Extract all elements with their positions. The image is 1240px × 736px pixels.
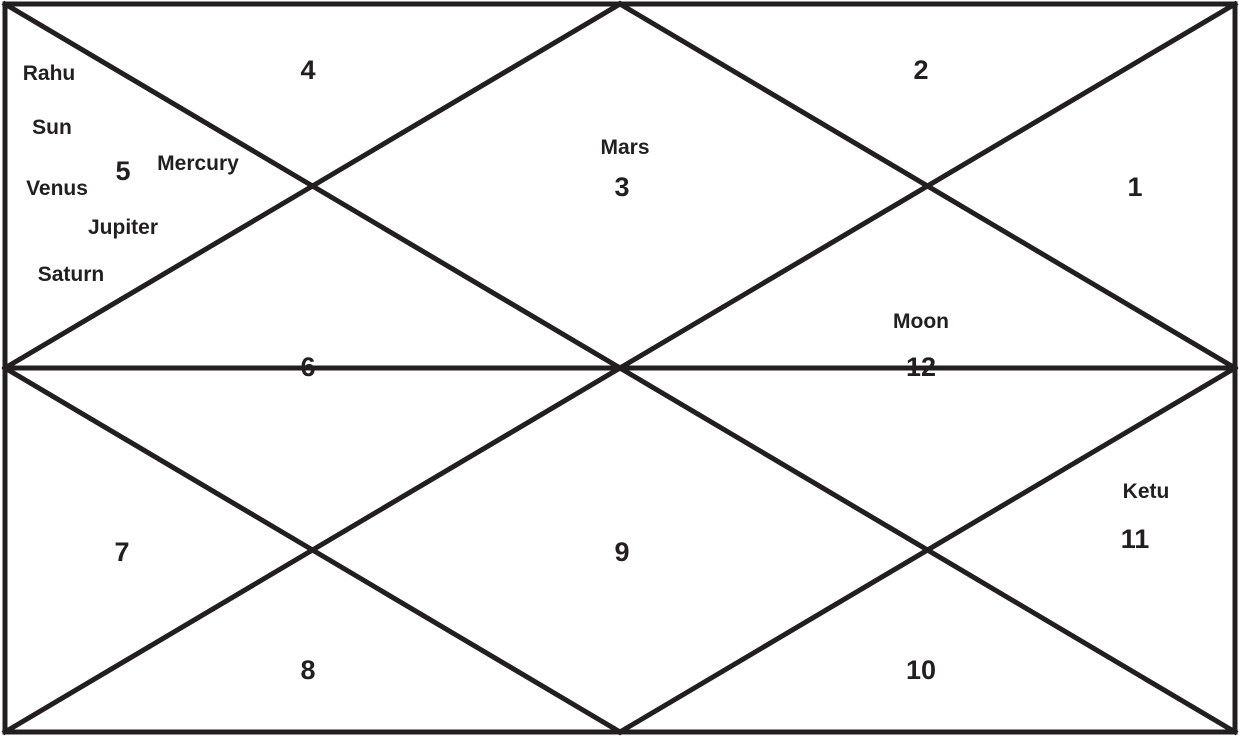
house-number-12: 12 xyxy=(906,352,936,382)
house-number-2: 2 xyxy=(913,55,928,85)
chart-diagonal-right-up xyxy=(616,0,1239,372)
planet-ketu: Ketu xyxy=(1123,480,1170,503)
planet-sun: Sun xyxy=(32,116,72,139)
planet-mars: Mars xyxy=(600,136,649,159)
planet-rahu: Rahu xyxy=(23,62,76,85)
house-number-9: 9 xyxy=(614,537,629,567)
house-number-10: 10 xyxy=(906,655,936,685)
chart-diagonal-left-up xyxy=(1,0,624,372)
chart-diagonal-left-lower-up xyxy=(1,364,624,736)
house-number-11: 11 xyxy=(1121,524,1150,554)
planet-moon: Moon xyxy=(893,310,949,333)
chart-diagonal-right-lower-up xyxy=(616,364,1239,736)
house-number-7: 7 xyxy=(114,537,129,567)
planet-mercury: Mercury xyxy=(157,152,239,175)
house-number-3: 3 xyxy=(614,172,629,202)
planet-venus: Venus xyxy=(26,177,88,200)
planet-saturn: Saturn xyxy=(38,263,105,286)
house-number-8: 8 xyxy=(300,655,315,685)
house-number-4: 4 xyxy=(300,55,315,85)
house-number-1: 1 xyxy=(1127,172,1142,202)
house-number-5: 5 xyxy=(115,156,130,186)
house-number-6: 6 xyxy=(300,352,315,382)
planet-jupiter: Jupiter xyxy=(88,216,158,239)
